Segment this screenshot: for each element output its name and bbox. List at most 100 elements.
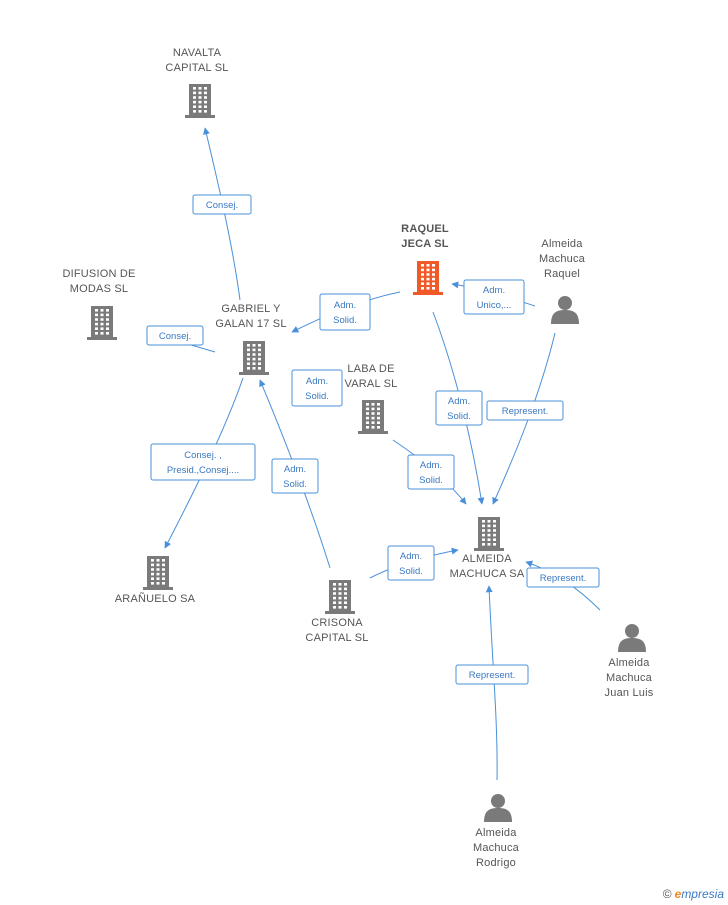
node-label: Raquel bbox=[544, 268, 580, 280]
edge-label-frame bbox=[407, 454, 455, 490]
edge-label-frame bbox=[526, 567, 600, 588]
building-icon bbox=[413, 261, 443, 295]
node-label: Almeida bbox=[608, 657, 650, 669]
edge-label-box[interactable]: Consej. , Presid.,Consej.... bbox=[150, 443, 256, 481]
edge-label-text: Solid. bbox=[283, 479, 307, 490]
node-label: VARAL SL bbox=[345, 378, 398, 390]
building-icon bbox=[143, 556, 173, 590]
edge-label-text: Consej. bbox=[206, 200, 238, 211]
edge-label-frame bbox=[291, 369, 343, 407]
node-label: MODAS SL bbox=[70, 283, 128, 295]
edge-label-box[interactable]: Adm. Unico,... bbox=[463, 279, 525, 315]
node-label: GABRIEL Y bbox=[221, 303, 281, 315]
edge-label-text: Represent. bbox=[502, 406, 548, 417]
edge-almeida_rodrigo-to-almeida_sa bbox=[485, 585, 498, 781]
edge-label-frame bbox=[435, 390, 483, 426]
edge-label-text: Solid. bbox=[305, 391, 329, 402]
node-label: NAVALTA bbox=[173, 47, 222, 59]
edge-label-frame bbox=[387, 545, 435, 581]
building-icon bbox=[358, 400, 388, 434]
edge-label-text: Solid. bbox=[447, 411, 471, 422]
edge-label-frame bbox=[486, 400, 564, 421]
edge-label-box[interactable]: Consej. bbox=[192, 194, 252, 215]
edge-label-text: Adm. bbox=[284, 464, 306, 475]
node-label: DIFUSION DE bbox=[62, 268, 135, 280]
node-label: Juan Luis bbox=[605, 687, 654, 699]
node-almeida-sa[interactable]: ALMEIDA MACHUCA SA bbox=[450, 517, 525, 580]
edge-label-text: Represent. bbox=[540, 573, 586, 584]
edge-label-box[interactable]: Represent. bbox=[526, 567, 600, 588]
edge-label-frame bbox=[271, 458, 319, 494]
building-icon bbox=[325, 580, 355, 614]
node-label: Machuca bbox=[473, 842, 520, 854]
edge-label-text: Solid. bbox=[333, 315, 357, 326]
edge-label-text: Solid. bbox=[419, 475, 443, 486]
edge-label-frame bbox=[455, 664, 529, 685]
edge-label-text: Unico,... bbox=[477, 300, 512, 311]
node-label: JECA SL bbox=[401, 238, 449, 250]
brand-logo-letter: e bbox=[674, 887, 682, 901]
edge-label-text: Solid. bbox=[399, 566, 423, 577]
node-label: LABA DE bbox=[347, 363, 394, 375]
edge-label-frame bbox=[150, 443, 256, 481]
edge-label-text: Presid.,Consej.... bbox=[167, 465, 239, 476]
node-label: Rodrigo bbox=[476, 857, 516, 869]
edge-label-frame bbox=[192, 194, 252, 215]
edge-label-text: Adm. bbox=[420, 460, 442, 471]
edge-label-box[interactable]: Represent. bbox=[455, 664, 529, 685]
edge-label-text: Represent. bbox=[469, 670, 515, 681]
node-raquel-jeca[interactable]: RAQUEL JECA SL bbox=[401, 223, 449, 295]
building-icon bbox=[239, 341, 269, 375]
building-icon bbox=[474, 517, 504, 551]
edge-almeida_raquel-to-almeida_sa bbox=[492, 332, 556, 505]
node-crisona[interactable]: CRISONA CAPITAL SL bbox=[305, 580, 368, 644]
edge-label-box[interactable]: Adm. Solid. bbox=[435, 390, 483, 426]
edge-label-text: Adm. bbox=[448, 396, 470, 407]
edge-label-box[interactable]: Represent. bbox=[486, 400, 564, 421]
node-label: Almeida bbox=[475, 827, 517, 839]
node-label: Almeida bbox=[541, 238, 583, 250]
edge-label-box[interactable]: Adm. Solid. bbox=[271, 458, 319, 494]
edge-label-frame bbox=[319, 293, 371, 331]
edge-label-box[interactable]: Adm. Solid. bbox=[387, 545, 435, 581]
edge-label-frame bbox=[146, 325, 204, 346]
edge-label-box[interactable]: Adm. Solid. bbox=[291, 369, 343, 407]
node-label: ALMEIDA bbox=[462, 553, 512, 565]
node-label: ARAÑUELO SA bbox=[115, 592, 196, 605]
node-label: Machuca bbox=[606, 672, 653, 684]
edge-label-text: Consej. bbox=[159, 331, 191, 342]
node-label: CAPITAL SL bbox=[165, 62, 228, 74]
empresia-brand[interactable]: ©empresia bbox=[663, 887, 724, 901]
edge-label-text: Consej. , bbox=[184, 450, 222, 461]
building-icon bbox=[185, 84, 215, 118]
edge-label-text: Adm. bbox=[306, 376, 328, 387]
edge-label-box[interactable]: Adm. Solid. bbox=[319, 293, 371, 331]
edge-label-text: Adm. bbox=[400, 551, 422, 562]
edge-label-box[interactable]: Consej. bbox=[146, 325, 204, 346]
copyright-icon: © bbox=[662, 887, 672, 901]
brand-name: mpresia bbox=[681, 887, 724, 901]
person-icon bbox=[484, 794, 512, 822]
node-label: RAQUEL bbox=[401, 223, 449, 235]
node-label: Machuca bbox=[539, 253, 586, 265]
edge-label-text: Adm. bbox=[483, 285, 505, 296]
edge-label-frame bbox=[463, 279, 525, 315]
edge-label-text: Adm. bbox=[334, 300, 356, 311]
node-label: GALAN 17 SL bbox=[215, 318, 286, 330]
node-label: CAPITAL SL bbox=[305, 632, 368, 644]
node-aranuelo[interactable]: ARAÑUELO SA bbox=[115, 556, 196, 605]
node-laba[interactable]: LABA DE VARAL SL bbox=[345, 363, 398, 434]
node-label: CRISONA bbox=[311, 617, 363, 629]
building-icon bbox=[87, 306, 117, 340]
person-icon bbox=[618, 624, 646, 652]
node-label: MACHUCA SA bbox=[450, 568, 525, 580]
edge-label-box[interactable]: Adm. Solid. bbox=[407, 454, 455, 490]
node-difusion[interactable]: DIFUSION DE MODAS SL bbox=[62, 268, 135, 340]
person-icon bbox=[551, 296, 579, 324]
node-gabriel[interactable]: GABRIEL Y GALAN 17 SL bbox=[215, 303, 286, 375]
node-navalta[interactable]: NAVALTA CAPITAL SL bbox=[165, 47, 228, 118]
